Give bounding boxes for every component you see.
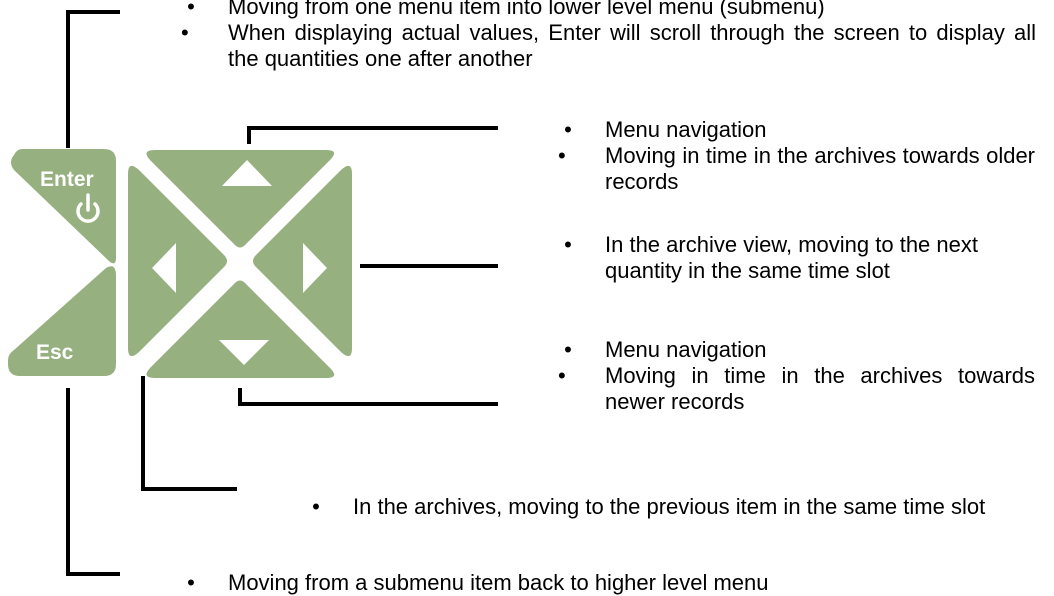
esc-connector-line [66, 388, 120, 576]
down-button[interactable] [146, 280, 335, 379]
esc-label: Esc [36, 341, 74, 364]
list-item: • Menu navigation [564, 117, 1035, 143]
esc-button[interactable]: Esc [8, 266, 116, 376]
down-arrow-icon [219, 340, 269, 365]
left-notes: • In the archives, moving to the previous… [312, 494, 1036, 520]
bullet-icon: • [564, 337, 572, 362]
bullet-icon: • [187, 570, 195, 595]
down-notes: • Menu navigation • Moving in time in the … [558, 337, 1035, 415]
left-note-1: In the archives, moving to the previous … [353, 494, 986, 519]
left-connector-line [141, 376, 237, 491]
list-item: • In the archive view, moving to the next… [564, 232, 1035, 284]
list-item: • In the archives, moving to the previous… [312, 494, 1036, 520]
list-item: • Moving in time in the archives towards … [558, 363, 1035, 415]
up-button[interactable] [146, 150, 335, 248]
up-connector-line [247, 126, 498, 144]
right-button[interactable] [253, 165, 352, 357]
left-arrow-icon [152, 243, 176, 293]
up-notes: • Menu navigation • Moving in time in the … [558, 117, 1035, 195]
up-note-2: Moving in time in the archives towards o… [605, 143, 1035, 194]
enter-label: Enter [40, 168, 94, 191]
bullet-icon: • [564, 232, 572, 257]
down-note-2: Moving in time in the archives towards n… [605, 363, 1035, 414]
right-arrow-icon [303, 243, 327, 293]
down-connector-line [238, 388, 498, 406]
up-note-1: Menu navigation [605, 117, 767, 142]
esc-note-1: Moving from a submenu item back to highe… [228, 570, 769, 595]
left-button[interactable] [128, 165, 227, 357]
enter-note-2: When displaying actual values, Enter wil… [228, 20, 1036, 71]
enter-button[interactable]: Enter [11, 149, 116, 264]
esc-notes: • Moving from a submenu item back to high… [187, 570, 1036, 596]
list-item: • Moving in time in the archives towards … [558, 143, 1035, 195]
list-item: • When displaying actual values, Enter wi… [181, 20, 1036, 72]
bullet-icon: • [312, 494, 320, 519]
down-note-1: Menu navigation [605, 337, 767, 362]
list-item: • Moving from one menu item into lower le… [187, 0, 1036, 20]
right-notes: • In the archive view, moving to the next… [564, 232, 1035, 284]
list-item: • Menu navigation [564, 337, 1035, 363]
enter-notes: • Moving from one menu item into lower le… [181, 0, 1036, 72]
bullet-icon: • [558, 363, 566, 388]
bullet-icon: • [558, 143, 566, 168]
right-note-1: In the archive view, moving to the next … [605, 232, 978, 283]
list-item: • Moving from a submenu item back to high… [187, 570, 1036, 596]
power-icon [76, 193, 100, 223]
bullet-icon: • [564, 117, 572, 142]
up-arrow-icon [222, 160, 272, 186]
enter-note-1: Moving from one menu item into lower lev… [228, 0, 825, 19]
bullet-icon: • [187, 0, 195, 19]
enter-connector-line [66, 10, 120, 148]
bullet-icon: • [181, 20, 189, 45]
